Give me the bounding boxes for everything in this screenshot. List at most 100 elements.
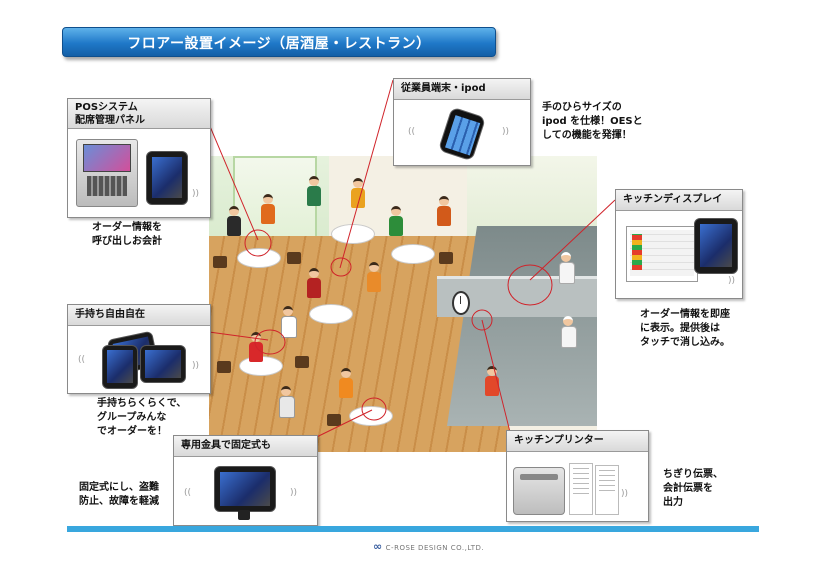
table: [391, 244, 435, 264]
callout-line-handheld: [208, 331, 269, 341]
table: [237, 248, 281, 268]
person: [367, 262, 381, 292]
staff-description: 手のひらサイズの ipod を仕様！OESと しての機能を発揮！: [542, 101, 643, 143]
wifi-icon: )): [192, 189, 200, 199]
desc-line: 固定式にし、盗難: [79, 482, 159, 493]
handheld-box-header: 手持ち自由自在: [68, 305, 210, 326]
receipt-icon: [569, 463, 593, 515]
title-banner: フロアー設置イメージ（居酒屋・レストラン）: [62, 27, 496, 57]
chair: [295, 356, 309, 368]
wifi-icon: )): [192, 361, 200, 371]
tablet-icon: [146, 151, 188, 205]
callout-line-staff: [339, 79, 394, 269]
company-logo: ∞C-ROSE DESIGN CO.,LTD.: [373, 540, 484, 553]
restaurant-scene: [209, 156, 597, 452]
person: [307, 176, 321, 206]
pos-terminal-icon: [76, 139, 138, 207]
fixed-description: 固定式にし、盗難 防止、故障を軽減: [79, 481, 159, 509]
person: [389, 206, 403, 236]
kitchen-monitor-icon: [626, 226, 698, 282]
tablet-icon: [214, 466, 276, 512]
staff-box-header: 従業員端末・ipod: [394, 79, 530, 100]
desc-line: でオーダーを！: [97, 426, 167, 437]
highlight-circle: [254, 329, 286, 355]
callout-line-kitchen-printer: [481, 319, 511, 433]
logo-text: C-ROSE DESIGN CO.,LTD.: [385, 544, 485, 552]
page-title: フロアー設置イメージ（居酒屋・レストラン）: [127, 36, 431, 52]
fixed-mount-box: 専用金具で固定式も (( )): [173, 435, 318, 526]
desc-line: に表示。提供後は: [640, 323, 720, 334]
logo-mark-icon: ∞: [373, 540, 383, 553]
desc-line: オーダー情報を: [92, 222, 162, 233]
callout-line-pos: [208, 123, 259, 241]
pos-system-box: POSシステム 配席管理パネル )): [67, 98, 211, 218]
phone-icon: [437, 106, 487, 162]
highlight-circle: [330, 257, 352, 277]
chair: [213, 256, 227, 268]
chef: [561, 316, 577, 348]
handheld-box: 手持ち自由自在 (( )): [67, 304, 211, 394]
tablet-icon: [102, 345, 138, 389]
chef: [559, 252, 575, 284]
table: [349, 406, 393, 426]
highlight-circle: [244, 229, 272, 257]
handheld-description: 手持ちらくらくで、 グループみんな でオーダーを！: [97, 397, 186, 439]
pos-title-line2: 配席管理パネル: [75, 115, 145, 126]
kitchen-printer-box: キッチンプリンター )): [506, 430, 649, 522]
chair: [439, 252, 453, 264]
pos-title-line1: POSシステム: [75, 102, 138, 113]
wifi-icon: )): [728, 276, 736, 286]
kitchen-printer-description: ちぎり伝票、 会計伝票を 出力: [663, 468, 723, 510]
callout-line-kitchen-display: [529, 199, 616, 281]
kitchen-display-box: キッチンディスプレイ )): [615, 189, 743, 299]
table: [309, 304, 353, 324]
person: [227, 206, 241, 236]
desc-line: オーダー情報を即座: [640, 309, 730, 320]
person: [279, 386, 295, 418]
wifi-icon: ((: [184, 488, 192, 498]
chair: [327, 414, 341, 426]
desc-line: 防止、故障を軽減: [79, 496, 159, 507]
desc-line: ipod を仕様！OESと: [542, 116, 643, 127]
desc-line: 会計伝票を: [663, 483, 713, 494]
desc-line: グループみんな: [97, 412, 167, 423]
staff-terminal-box: 従業員端末・ipod (( )): [393, 78, 531, 166]
table: [331, 224, 375, 244]
person: [307, 268, 321, 298]
wifi-icon: )): [502, 127, 510, 137]
desc-line: しての機能を発揮！: [542, 130, 632, 141]
pos-box-header: POSシステム 配席管理パネル: [68, 99, 210, 129]
printer-icon: [513, 467, 565, 515]
wifi-icon: )): [621, 489, 629, 499]
wifi-icon: ((: [78, 355, 86, 365]
person: [339, 368, 353, 398]
highlight-circle: [361, 397, 387, 421]
footer-rule: [67, 526, 759, 532]
wifi-icon: )): [290, 488, 298, 498]
kitchen-printer-box-header: キッチンプリンター: [507, 431, 648, 452]
desc-line: タッチで消し込み。: [640, 337, 730, 348]
desc-line: 出力: [663, 497, 683, 508]
mount-bracket-icon: [238, 510, 250, 520]
receipt-icon: [595, 465, 619, 515]
fixed-box-header: 専用金具で固定式も: [174, 436, 317, 457]
tablet-icon: [140, 345, 186, 383]
chair: [287, 252, 301, 264]
tablet-icon: [694, 218, 738, 274]
desc-line: ちぎり伝票、: [663, 469, 723, 480]
person: [261, 194, 275, 224]
kitchen-display-box-header: キッチンディスプレイ: [616, 190, 742, 211]
desc-line: 手のひらサイズの: [542, 102, 622, 113]
pos-description: オーダー情報を 呼び出しお会計: [92, 221, 162, 249]
kitchen-display-description: オーダー情報を即座 に表示。提供後は タッチで消し込み。: [640, 308, 730, 350]
waitress: [485, 366, 499, 396]
desc-line: 呼び出しお会計: [92, 236, 162, 247]
desc-line: 手持ちらくらくで、: [97, 398, 187, 409]
highlight-circle: [507, 264, 553, 306]
chair: [217, 361, 231, 373]
wall-clock-icon: [452, 291, 470, 315]
highlight-circle: [471, 309, 493, 331]
wifi-icon: ((: [408, 127, 416, 137]
person: [281, 306, 297, 338]
